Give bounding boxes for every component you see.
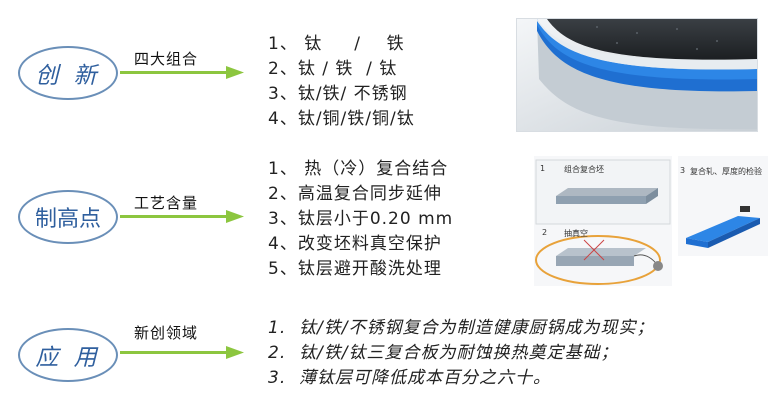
high-point-list: 1、 热（冷）复合结合 2、高温复合同步延伸 3、钛层小于0.20 mm 4、改… xyxy=(268,157,453,282)
list-item: 2、钛 / 铁 / 钛 xyxy=(268,59,398,79)
arrow-label-innovation: 四大组合 xyxy=(134,50,199,68)
oval-label: 应 用 xyxy=(35,345,101,371)
arrow-right-icon xyxy=(120,346,244,359)
list-item: 3、钛层小于0.20 mm xyxy=(268,209,454,229)
panel-title: 复合轧、厚度的检验 xyxy=(690,167,762,176)
list-item: 2. 钛/铁/钛三复合板为耐蚀换热奠定基础； xyxy=(268,343,619,363)
arrow-label-high-point: 工艺含量 xyxy=(134,194,199,212)
arrow-label-application: 新创领域 xyxy=(134,324,199,342)
list-item: 5、钛层避开酸洗处理 xyxy=(268,259,442,279)
oval-high-point: 制高点 xyxy=(18,190,118,244)
oval-label: 创 新 xyxy=(35,63,101,89)
list-item: 1、 热（冷）复合结合 xyxy=(268,159,449,179)
list-item: 2、高温复合同步延伸 xyxy=(268,184,442,204)
panel-number: 2 xyxy=(542,228,548,237)
panel-number: 1 xyxy=(540,164,546,173)
list-item: 1、 钛 / 铁 xyxy=(268,34,405,54)
layered-pan-illustration xyxy=(517,19,757,131)
list-item: 3、钛/铁/ 不锈钢 xyxy=(268,84,408,104)
innovation-list: 1、 钛 / 铁 2、钛 / 铁 / 钛 3、钛/铁/ 不锈钢 4、钛/铜/铁/… xyxy=(268,32,415,132)
process-diagram-image: 1 组合复合坯 2 抽真空 xyxy=(534,156,672,286)
rolled-plate-illustration xyxy=(686,206,760,248)
oval-label: 制高点 xyxy=(34,207,101,232)
list-item: 1. 钛/铁/不锈钢复合为制造健康厨锅成为现实； xyxy=(268,318,655,338)
oval-application: 应 用 xyxy=(18,328,118,382)
panel-title: 抽真空 xyxy=(564,229,588,238)
arrow-right-icon xyxy=(120,210,244,223)
list-item: 3. 薄钛层可降低成本百分之六十。 xyxy=(268,368,552,388)
oval-innovation: 创 新 xyxy=(18,46,118,100)
rolling-inspection-image: 3 复合轧、厚度的检验 xyxy=(678,156,768,256)
list-item: 4、改变坯料真空保护 xyxy=(268,234,442,254)
panel-number: 3 xyxy=(680,166,686,175)
arrow-right-icon xyxy=(120,66,244,79)
application-list: 1. 钛/铁/不锈钢复合为制造健康厨锅成为现实； 2. 钛/铁/钛三复合板为耐蚀… xyxy=(268,316,654,391)
panel-title: 组合复合坯 xyxy=(564,165,604,174)
cookware-cross-section-image xyxy=(516,18,758,132)
process-steps-illustration xyxy=(535,159,671,285)
list-item: 4、钛/铜/铁/铜/钛 xyxy=(268,109,415,129)
